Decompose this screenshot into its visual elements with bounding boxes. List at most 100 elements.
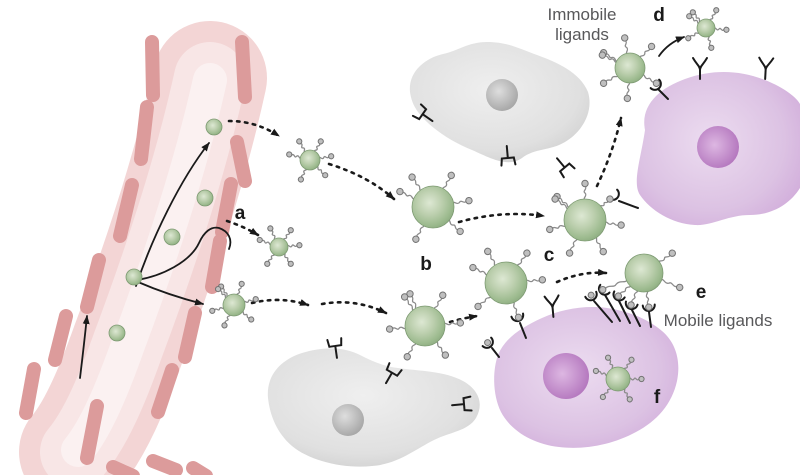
ligand-head — [599, 247, 607, 256]
ligand-head — [221, 322, 228, 329]
ligand — [474, 295, 492, 311]
transport-dashed-arrow — [250, 298, 310, 307]
ligand — [627, 289, 639, 309]
ligand-head — [264, 260, 271, 267]
ligand — [599, 279, 628, 294]
ligand-coated-nanoparticles — [209, 7, 730, 403]
ligand-head — [385, 325, 394, 333]
ligand — [435, 340, 450, 359]
ligand-head — [626, 396, 633, 403]
ligand-head — [403, 353, 411, 361]
endothelial-segment — [215, 177, 238, 239]
ligand-head — [396, 187, 404, 196]
ligand — [565, 237, 578, 257]
ligand — [484, 247, 497, 267]
nanoparticle-core — [696, 18, 716, 38]
nanoparticle-d-released — [685, 7, 730, 51]
endothelial-segment — [151, 363, 179, 419]
ligand-head — [317, 138, 324, 145]
transport-dashed-arrow — [320, 301, 388, 315]
ligand-head — [484, 247, 492, 256]
cell-body — [267, 348, 480, 467]
ligand-head — [296, 138, 303, 145]
ligand-head — [675, 283, 684, 292]
ligand-head — [617, 221, 625, 229]
ligand — [286, 242, 303, 249]
ligand-head — [628, 356, 635, 363]
ligand-head — [668, 249, 676, 257]
ligand — [243, 296, 259, 303]
transport-dashed-arrow — [595, 116, 623, 188]
transport-dashed-arrow — [227, 119, 281, 138]
ligand-head — [469, 263, 477, 272]
label-f: f — [654, 387, 661, 408]
ligand-head — [627, 301, 635, 309]
transport-dashed-arrow — [225, 219, 260, 237]
cell-nucleus — [697, 126, 739, 168]
ligand — [433, 291, 447, 310]
ligand-head — [708, 44, 715, 51]
ligand — [581, 179, 589, 201]
label-d: d — [653, 5, 665, 26]
ligand-head — [286, 151, 293, 158]
ligand — [641, 74, 661, 87]
ligand-head — [439, 291, 447, 299]
ligand-head — [214, 285, 222, 293]
nanoparticle-plain — [196, 189, 214, 207]
ligand — [318, 153, 335, 160]
endothelial-segment — [48, 309, 73, 367]
ligand-head — [599, 285, 607, 294]
ligand-head — [209, 307, 216, 314]
ligand-head — [456, 227, 464, 236]
nanoparticle-core — [614, 52, 646, 84]
nanoparticle-core — [605, 366, 631, 392]
ligand-head — [598, 51, 607, 59]
receptor-cup — [610, 290, 631, 324]
nanoparticle-core — [484, 261, 528, 305]
ligand-head — [474, 302, 482, 311]
ligand — [408, 173, 422, 192]
ligand-head — [252, 296, 259, 303]
ligand — [614, 284, 632, 300]
ligand-head — [686, 13, 693, 20]
ligand-head — [647, 42, 656, 51]
ligand — [623, 81, 632, 103]
ligand-head — [256, 236, 263, 244]
transport-dashed-arrow — [327, 162, 396, 201]
ligand — [469, 263, 489, 276]
endothelial-segment — [230, 135, 252, 188]
label-a: a — [235, 203, 246, 224]
ligand — [658, 249, 676, 263]
nanoparticle-core — [299, 149, 321, 171]
ligand — [660, 278, 684, 292]
ligand — [604, 221, 625, 229]
ligand — [516, 249, 531, 267]
ligand — [443, 319, 465, 327]
nanoparticle-plain — [205, 118, 223, 136]
ligand-head — [456, 319, 465, 327]
nanoparticle-c — [546, 179, 625, 257]
cell-nucleus — [332, 404, 364, 436]
nanoparticle-hub — [469, 247, 547, 321]
ligand — [400, 293, 415, 312]
nanoparticle-a — [256, 225, 303, 267]
ligand — [599, 74, 619, 87]
endothelial-segment — [235, 35, 252, 104]
ligand-head — [523, 249, 531, 257]
ligand — [551, 195, 569, 210]
receptor-fork — [550, 152, 576, 179]
endothelial-segment — [145, 35, 160, 102]
receptor-cup — [595, 283, 621, 322]
endothelial-segment — [19, 362, 41, 420]
ligand-head — [322, 172, 329, 179]
ligand-head — [296, 242, 303, 249]
ligand-head — [645, 303, 653, 311]
endothelial-segment — [134, 100, 154, 166]
ligand — [447, 219, 464, 236]
ligand — [442, 171, 455, 190]
ligand — [713, 26, 730, 33]
nanoparticle-d-bound — [598, 34, 661, 103]
ligand-head — [248, 316, 255, 323]
ligand — [598, 51, 618, 64]
ligand — [645, 290, 653, 311]
